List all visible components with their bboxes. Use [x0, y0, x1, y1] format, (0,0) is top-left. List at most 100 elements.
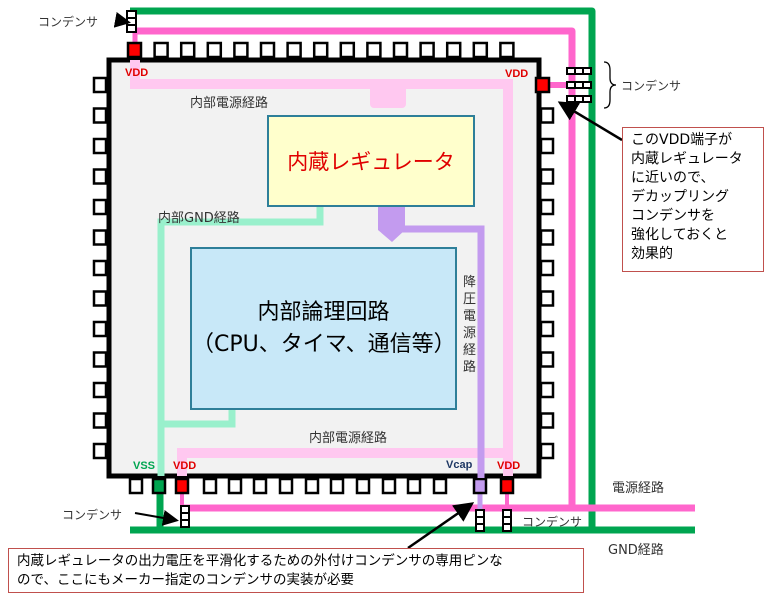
- pin: [355, 477, 371, 495]
- label-cap-bottom-left: コンデンサ: [62, 508, 123, 522]
- pin: [233, 41, 249, 59]
- internal-power-feed: [370, 84, 406, 108]
- label-internal-power-bottom: 内部電源経路: [309, 431, 388, 446]
- logic-block: 内部論理回路 （CPU、タイマ、通信等）: [190, 247, 457, 410]
- callout-bottom-line: 内蔵レギュレータの出力電圧を平滑化するための外付けコンデンサの専用ピンな: [17, 553, 503, 569]
- pin: [259, 41, 276, 59]
- brace-icon: [603, 61, 617, 109]
- pin: [539, 168, 555, 185]
- pin: [539, 442, 555, 460]
- pin: [539, 137, 555, 155]
- pin-label-vdd-bottom-right: VDD: [497, 460, 521, 472]
- callout-right-line: 強化しておくと: [631, 227, 729, 243]
- pin: [419, 41, 435, 59]
- pin: [286, 41, 302, 59]
- pin: [472, 41, 489, 59]
- pin-label-vdd-right: VDD: [505, 68, 529, 80]
- pin: [153, 41, 169, 59]
- pin: [179, 41, 196, 59]
- pin: [539, 412, 555, 429]
- power-path-line: [133, 27, 695, 512]
- pin: [539, 351, 555, 368]
- pin: [539, 320, 555, 338]
- pin: [539, 229, 555, 246]
- pin: [92, 290, 108, 307]
- pin: [539, 259, 555, 277]
- pin: [539, 107, 555, 124]
- arrow-right-callout: [557, 101, 623, 142]
- vdd-pin: [534, 76, 551, 94]
- stepdown-power-line: [395, 225, 485, 478]
- gnd-path-line: [130, 7, 695, 534]
- vcap-pin: [472, 477, 488, 495]
- pin: [92, 107, 108, 124]
- capacitor-top-left: [126, 10, 137, 33]
- label-cap-top-left: コンデンサ: [38, 15, 99, 29]
- callout-right-line: このVDD端子が: [631, 132, 733, 148]
- pin: [381, 477, 397, 495]
- pin: [92, 412, 108, 429]
- pin: [206, 41, 223, 59]
- pin: [539, 290, 555, 307]
- pin: [252, 477, 268, 495]
- pin: [539, 198, 555, 216]
- pin: [92, 351, 108, 368]
- label-power-path: 電源経路: [612, 481, 665, 496]
- pin: [329, 477, 345, 495]
- label-internal-power-top: 内部電源経路: [190, 96, 269, 111]
- pin: [339, 41, 356, 59]
- pin: [366, 41, 382, 59]
- pin-group: [92, 41, 555, 495]
- pin: [278, 477, 294, 495]
- pin: [92, 198, 108, 216]
- vss-pin: [151, 477, 167, 495]
- pin: [92, 137, 108, 155]
- capacitor-bottom-left: [180, 505, 190, 528]
- logic-title: 内部論理回路: [257, 299, 390, 325]
- callout-bottom-line: ので、ここにもメーカー指定のコンデンサの実装が必要: [17, 572, 354, 588]
- pin: [432, 477, 448, 495]
- label-internal-gnd: 内部GND経路: [158, 211, 240, 226]
- arrow-cap-top-left: [113, 11, 131, 28]
- pin-label-vdd-bottom-left: VDD: [173, 460, 197, 472]
- pin: [92, 76, 108, 94]
- capacitor-vcap: [475, 509, 485, 532]
- pin: [499, 41, 515, 59]
- pin: [92, 229, 108, 246]
- regulator-label: 内蔵レギュレータ: [287, 150, 455, 174]
- pin: [92, 168, 108, 185]
- pin: [92, 320, 108, 338]
- internal-gnd-line: [157, 205, 324, 476]
- pin: [202, 477, 218, 495]
- pin: [128, 477, 144, 495]
- regulator-block: 内蔵レギュレータ: [267, 115, 475, 207]
- pin: [406, 477, 422, 495]
- label-cap-right: コンデンサ: [621, 79, 682, 93]
- callout-right-line: 効果的: [631, 246, 673, 262]
- capacitor-bottom-right: [502, 509, 512, 532]
- vdd-pin: [174, 477, 190, 495]
- pin-label-vcap: Vcap: [446, 459, 473, 471]
- pin: [92, 381, 108, 399]
- vdd-pin: [499, 477, 515, 495]
- callout-bottom: 内蔵レギュレータの出力電圧を平滑化するための外付けコンデンサの専用ピンな ので、…: [8, 548, 584, 593]
- arrow-bottom-callout: [407, 502, 475, 550]
- pin: [92, 259, 108, 277]
- pin: [312, 41, 329, 59]
- pin: [304, 477, 320, 495]
- callout-right-line: コンデンサを: [631, 208, 715, 224]
- pin: [392, 41, 409, 59]
- regulator-output-arrow: [378, 205, 405, 242]
- capacitor-right: [566, 67, 592, 103]
- callout-right-line: に近いので、: [631, 170, 715, 186]
- vdd-pin: [126, 41, 143, 59]
- pin-label-vdd-top: VDD: [125, 67, 149, 79]
- label-stepdown-power: 降圧電源経路: [463, 275, 477, 375]
- pin-label-vss: VSS: [133, 460, 156, 472]
- label-gnd-path: GND経路: [608, 543, 664, 558]
- label-cap-bottom-right: コンデンサ: [522, 515, 583, 529]
- callout-right-line: 内蔵レギュレータ: [631, 151, 743, 167]
- internal-power-line: [130, 60, 513, 476]
- pin: [92, 442, 108, 460]
